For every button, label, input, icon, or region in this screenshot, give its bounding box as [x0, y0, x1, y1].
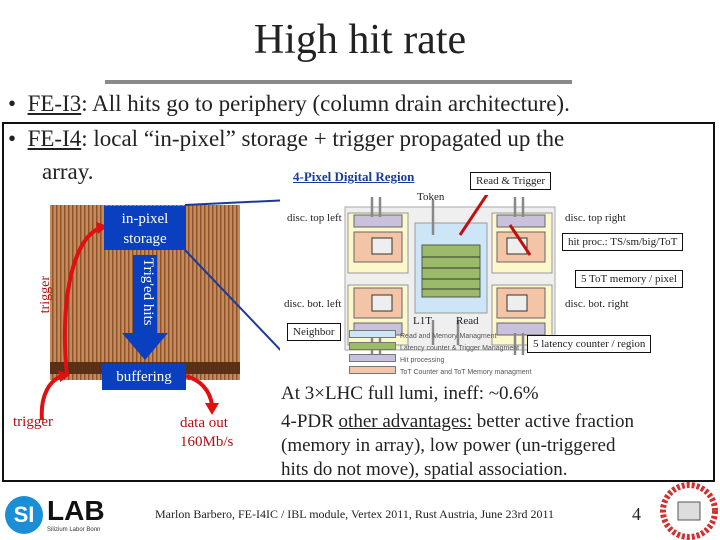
body-line: hits do not move), spatial association. — [281, 459, 568, 480]
diagram-title: 4-Pixel Digital Region — [293, 169, 415, 184]
neighbor-callout: Neighbor — [287, 323, 341, 341]
ineff-line: At 3×LHC full lumi, ineff: ~0.6% — [281, 383, 539, 404]
digital-region-diagram — [344, 195, 556, 355]
arrow-head-icon — [58, 370, 70, 382]
pixel-top-left — [347, 212, 409, 274]
bullet-fe-i3: • FE-I3: All hits go to periphery (colum… — [8, 87, 570, 121]
page-number: 4 — [632, 504, 641, 524]
title-divider — [105, 80, 572, 84]
pixel-bottom-left — [347, 284, 409, 346]
triged-hits-label: Trig'ed hits — [140, 258, 156, 326]
legend-item: ToT Counter and ToT Memory managment — [349, 366, 532, 378]
token-label: Token — [417, 191, 445, 203]
trigger-vertical-label: trigger — [38, 276, 53, 314]
zoom-line — [184, 249, 280, 351]
data-rate-label: 160Mb/s — [180, 434, 234, 450]
bullet-fe-i4: • FE-I4: local “in-pixel” storage + trig… — [8, 122, 564, 156]
hit-proc-callout: hit proc.: TS/sm/big/ToT — [562, 233, 684, 251]
trigger-arrow — [62, 226, 101, 376]
bullet-text: : local “in-pixel” storage + trigger pro… — [81, 126, 565, 151]
body-line: (memory in array), low power (un-trigger… — [281, 435, 616, 456]
disc-top-left-label: disc. top left — [287, 212, 342, 224]
legend-item: Read and Memory Managment — [349, 330, 532, 342]
disc-bot-left-label: disc. bot. left — [284, 298, 342, 310]
down-arrow-icon — [122, 255, 168, 360]
bullet-dot: • — [8, 91, 28, 116]
silab-logo: SI LAB Silizium Labor Bonn — [5, 496, 125, 536]
advantages-line: 4-PDR other advantages: better active fr… — [281, 411, 634, 432]
legend-item: Hit processing — [349, 354, 532, 366]
trigger-in-arrow — [39, 374, 63, 421]
footer-text: Marlon Barbero, FE-I4IC / IBL module, Ve… — [155, 507, 555, 521]
tot-memory-callout: 5 ToT memory / pixel — [575, 270, 683, 288]
pixel-top-right — [491, 212, 553, 274]
bullet-continuation: array. — [42, 159, 94, 184]
in-pixel-storage-label: in-pixel storage — [104, 206, 186, 250]
fe-i4-box — [2, 122, 715, 482]
bullet-label: FE-I4 — [27, 126, 82, 151]
trigger-label: trigger — [13, 414, 53, 430]
data-out-label: data out — [180, 415, 228, 431]
read-trigger-callout: Read & Trigger — [470, 172, 552, 190]
legend-item: Latency counter & Trigger Managment — [349, 342, 532, 354]
slide-title: High hit rate — [253, 17, 467, 63]
disc-bot-right-label: disc. bot. right — [565, 298, 629, 310]
l1t-label: L1T — [413, 315, 432, 327]
bullet-label: FE-I3 — [27, 91, 82, 116]
atlas-pixel-seal — [660, 482, 718, 540]
bullet-dot: • — [8, 126, 28, 151]
disc-top-right-label: disc. top right — [565, 212, 626, 224]
bullet-text: : All hits go to periphery (column drain… — [81, 91, 570, 116]
arrow-head-icon — [205, 403, 219, 415]
diagram-legend: Read and Memory Managment Latency counte… — [349, 330, 532, 378]
read-label: Read — [456, 315, 479, 327]
buffering-label: buffering — [102, 364, 186, 390]
data-out-arrow — [185, 374, 214, 406]
zoom-line — [184, 199, 280, 206]
latency-callout: 5 latency counter / region — [527, 335, 652, 353]
callout-arrows — [458, 195, 532, 256]
latency-counter-block — [421, 244, 481, 298]
